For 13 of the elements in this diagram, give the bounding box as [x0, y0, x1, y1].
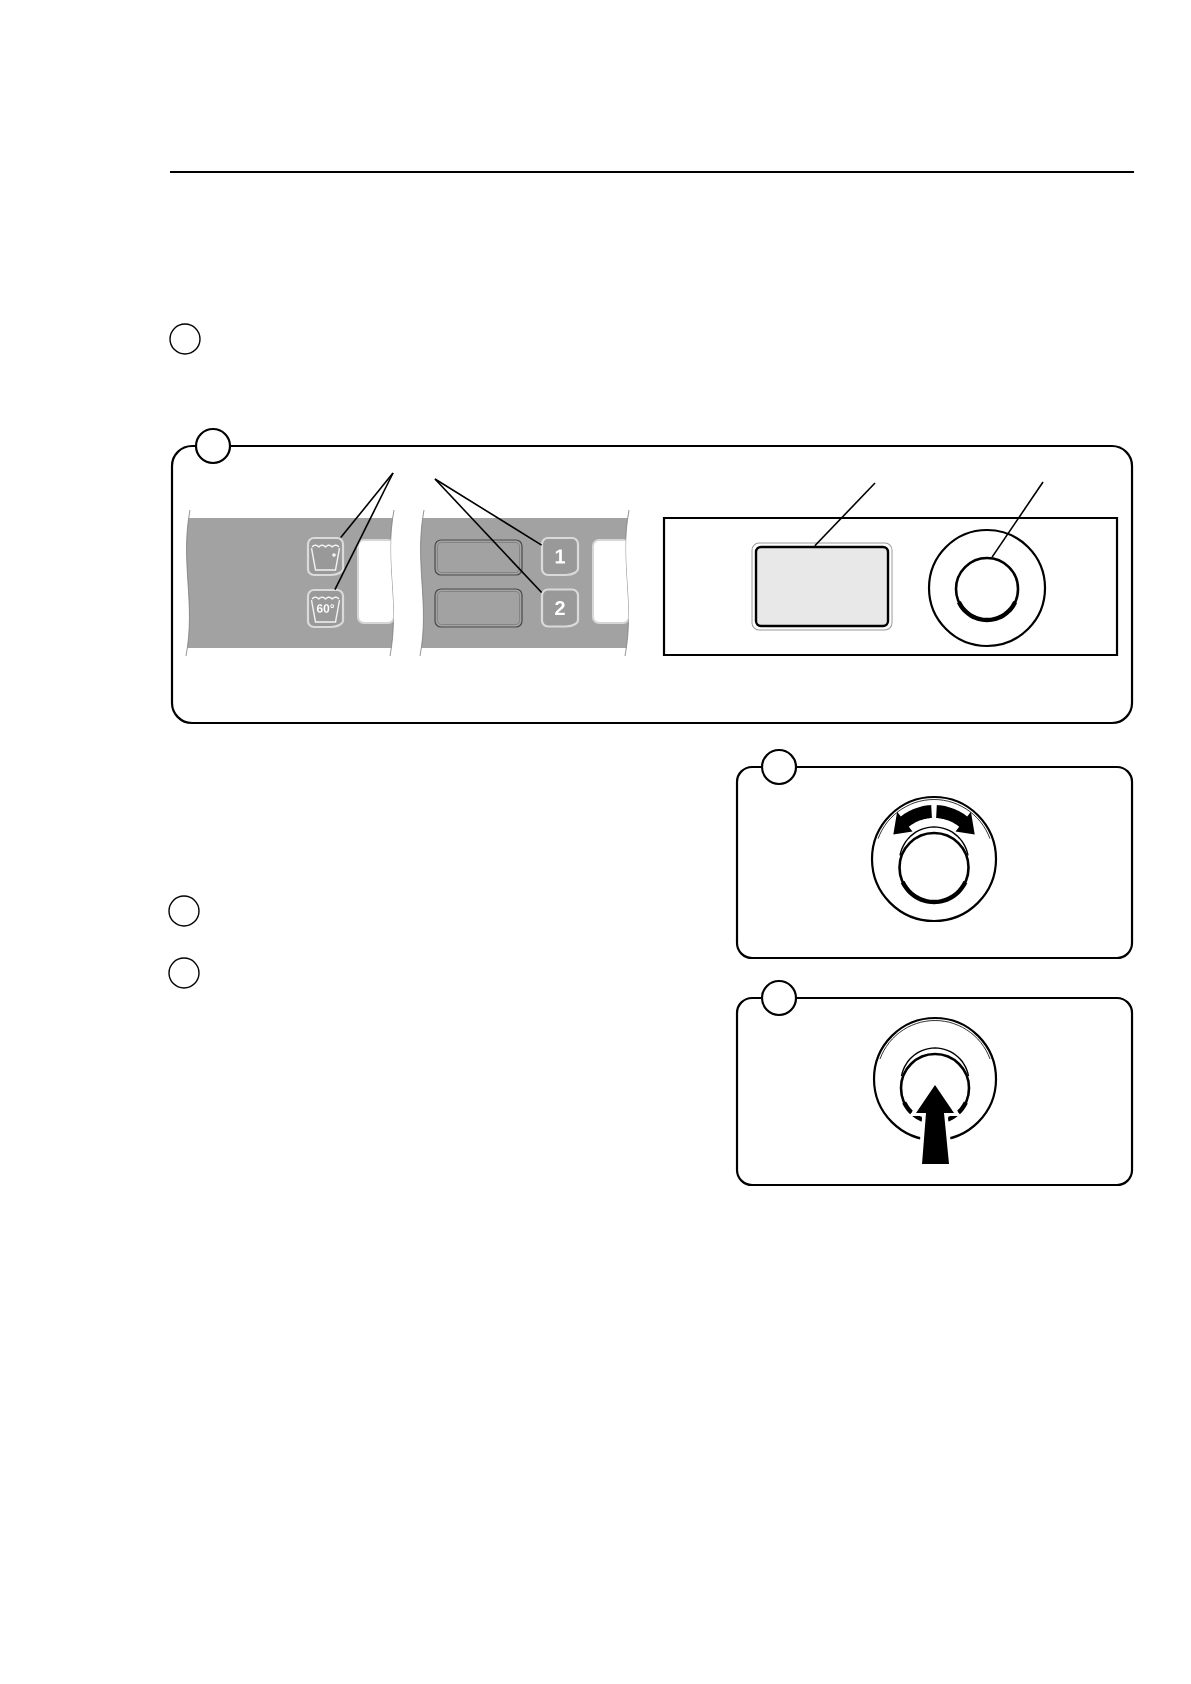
leader-line [991, 481, 1044, 558]
knob [898, 826, 970, 905]
leader-line [339, 472, 394, 539]
display-screen [751, 542, 893, 631]
number-button: 1 [540, 536, 580, 577]
knob [954, 556, 1020, 623]
number-button: 2 [540, 588, 580, 628]
leader-line [434, 478, 543, 546]
program-button [306, 536, 345, 577]
leader-line [334, 472, 394, 591]
leader-line [814, 482, 876, 547]
program-button: 60° [306, 588, 345, 629]
leader-line [434, 478, 543, 594]
